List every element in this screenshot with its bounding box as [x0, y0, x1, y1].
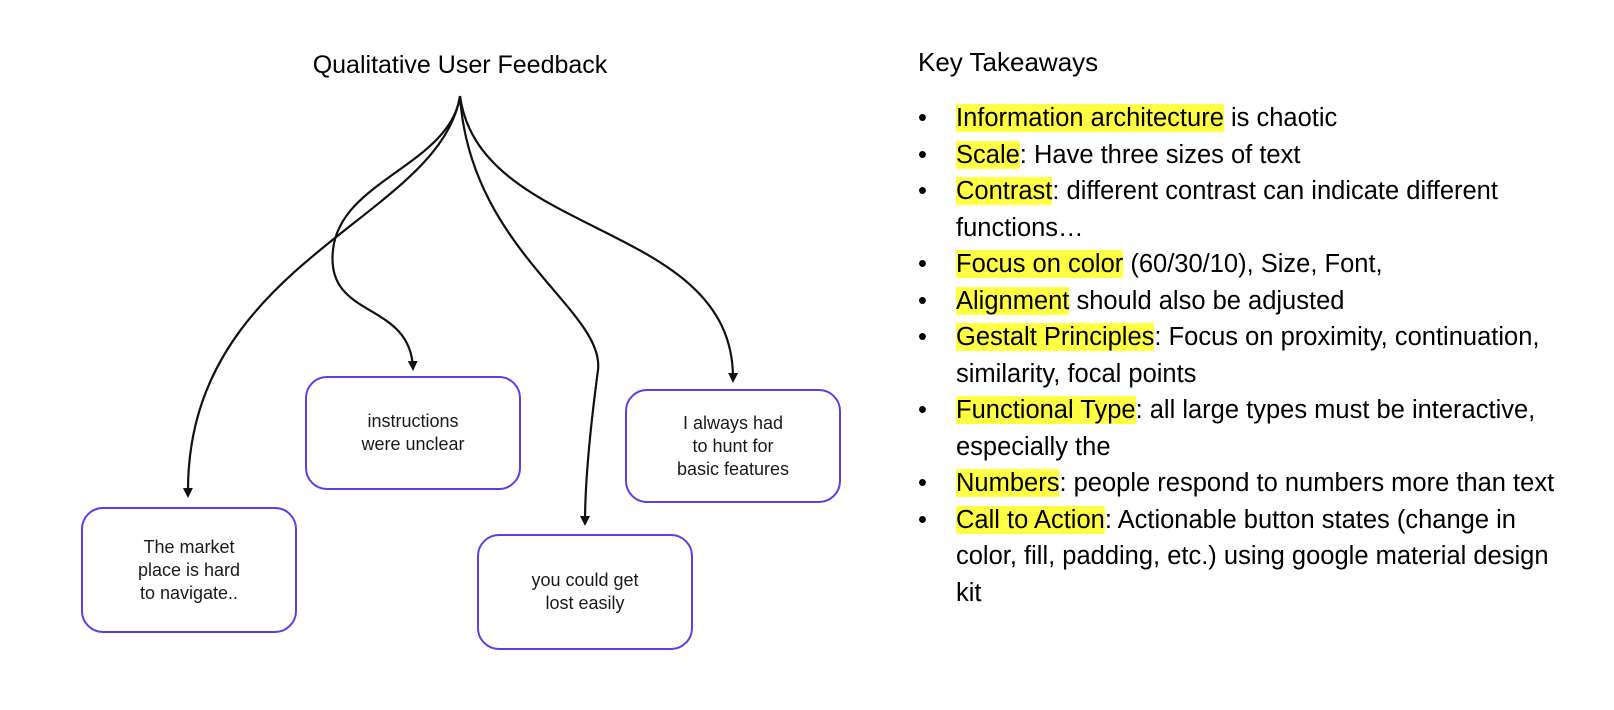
takeaway-keyword: Contrast	[956, 177, 1053, 205]
takeaway-item: • Functional Type: all large types must …	[918, 392, 1578, 465]
takeaway-text: : Focus on proximity, continuation, simi…	[956, 323, 1540, 388]
feedback-card-text: I always had to hunt for basic features	[676, 412, 790, 479]
takeaway-keyword: Gestalt Principles	[956, 323, 1155, 351]
bullet-icon: •	[918, 286, 927, 315]
takeaway-item: • Numbers: people respond to numbers mor…	[918, 465, 1578, 502]
takeaway-text: : different contrast can indicate differ…	[956, 177, 1498, 242]
bullet-icon: •	[918, 250, 927, 278]
bullet-icon: •	[918, 177, 927, 205]
takeaway-text: : Have three sizes of text	[1019, 140, 1301, 169]
arrow-to-card-4	[458, 95, 739, 383]
bullet-icon: •	[918, 140, 927, 169]
bullet-icon: •	[918, 469, 927, 497]
takeaway-text: should also be adjusted	[1069, 286, 1345, 315]
takeaway-text: : people respond to numbers more than te…	[1059, 469, 1555, 497]
takeaways-list: • Information architecture is chaotic • …	[918, 100, 1578, 611]
takeaway-item: • Information architecture is chaotic	[918, 100, 1578, 137]
diagram-title: Qualitative User Feedback	[312, 51, 608, 79]
takeaway-keyword: Alignment	[956, 286, 1070, 315]
bullet-icon: •	[918, 396, 927, 424]
arrow-to-card-2	[331, 95, 462, 371]
takeaway-text: is chaotic	[1223, 104, 1338, 132]
takeaways-title: Key Takeaways	[918, 47, 1099, 77]
takeaway-keyword: Numbers	[956, 469, 1060, 497]
takeaway-keyword: Focus on color	[956, 250, 1124, 278]
takeaway-item: • Focus on color (60/30/10), Size, Font,	[918, 246, 1578, 283]
takeaway-keyword: Call to Action	[956, 505, 1105, 534]
bullet-icon: •	[918, 505, 927, 534]
takeaway-item: • Alignment should also be adjusted	[918, 283, 1578, 320]
bullet-icon: •	[918, 323, 927, 351]
feedback-card-lost: you could get lost easily	[477, 534, 693, 650]
takeaway-text: (60/30/10), Size, Font,	[1123, 250, 1383, 278]
takeaway-keyword: Scale	[956, 140, 1020, 169]
takeaway-item: • Scale: Have three sizes of text	[918, 137, 1578, 174]
feedback-card-text: instructions were unclear	[361, 411, 465, 454]
takeaway-item: • Gestalt Principles: Focus on proximity…	[918, 319, 1578, 392]
takeaway-item: • Call to Action: Actionable button stat…	[918, 502, 1578, 612]
feedback-card-features: I always had to hunt for basic features	[625, 389, 841, 503]
takeaway-keyword: Functional Type	[956, 396, 1136, 424]
bullet-icon: •	[918, 104, 927, 132]
takeaway-keyword: Information architecture	[956, 104, 1224, 132]
takeaway-text: : all large types must be interactive, e…	[956, 396, 1536, 461]
feedback-card-text: The market place is hard to navigate..	[137, 536, 241, 603]
feedback-card-text: you could get lost easily	[531, 570, 639, 613]
feedback-card-instructions: instructions were unclear	[305, 376, 521, 490]
feedback-card-navigation: The market place is hard to navigate..	[81, 507, 297, 633]
takeaway-item: • Contrast: different contrast can indic…	[918, 173, 1578, 246]
takeaway-text: : Actionable button states (change in co…	[956, 505, 1549, 607]
key-takeaways-panel: Key Takeaways • Information architecture…	[918, 44, 1578, 611]
